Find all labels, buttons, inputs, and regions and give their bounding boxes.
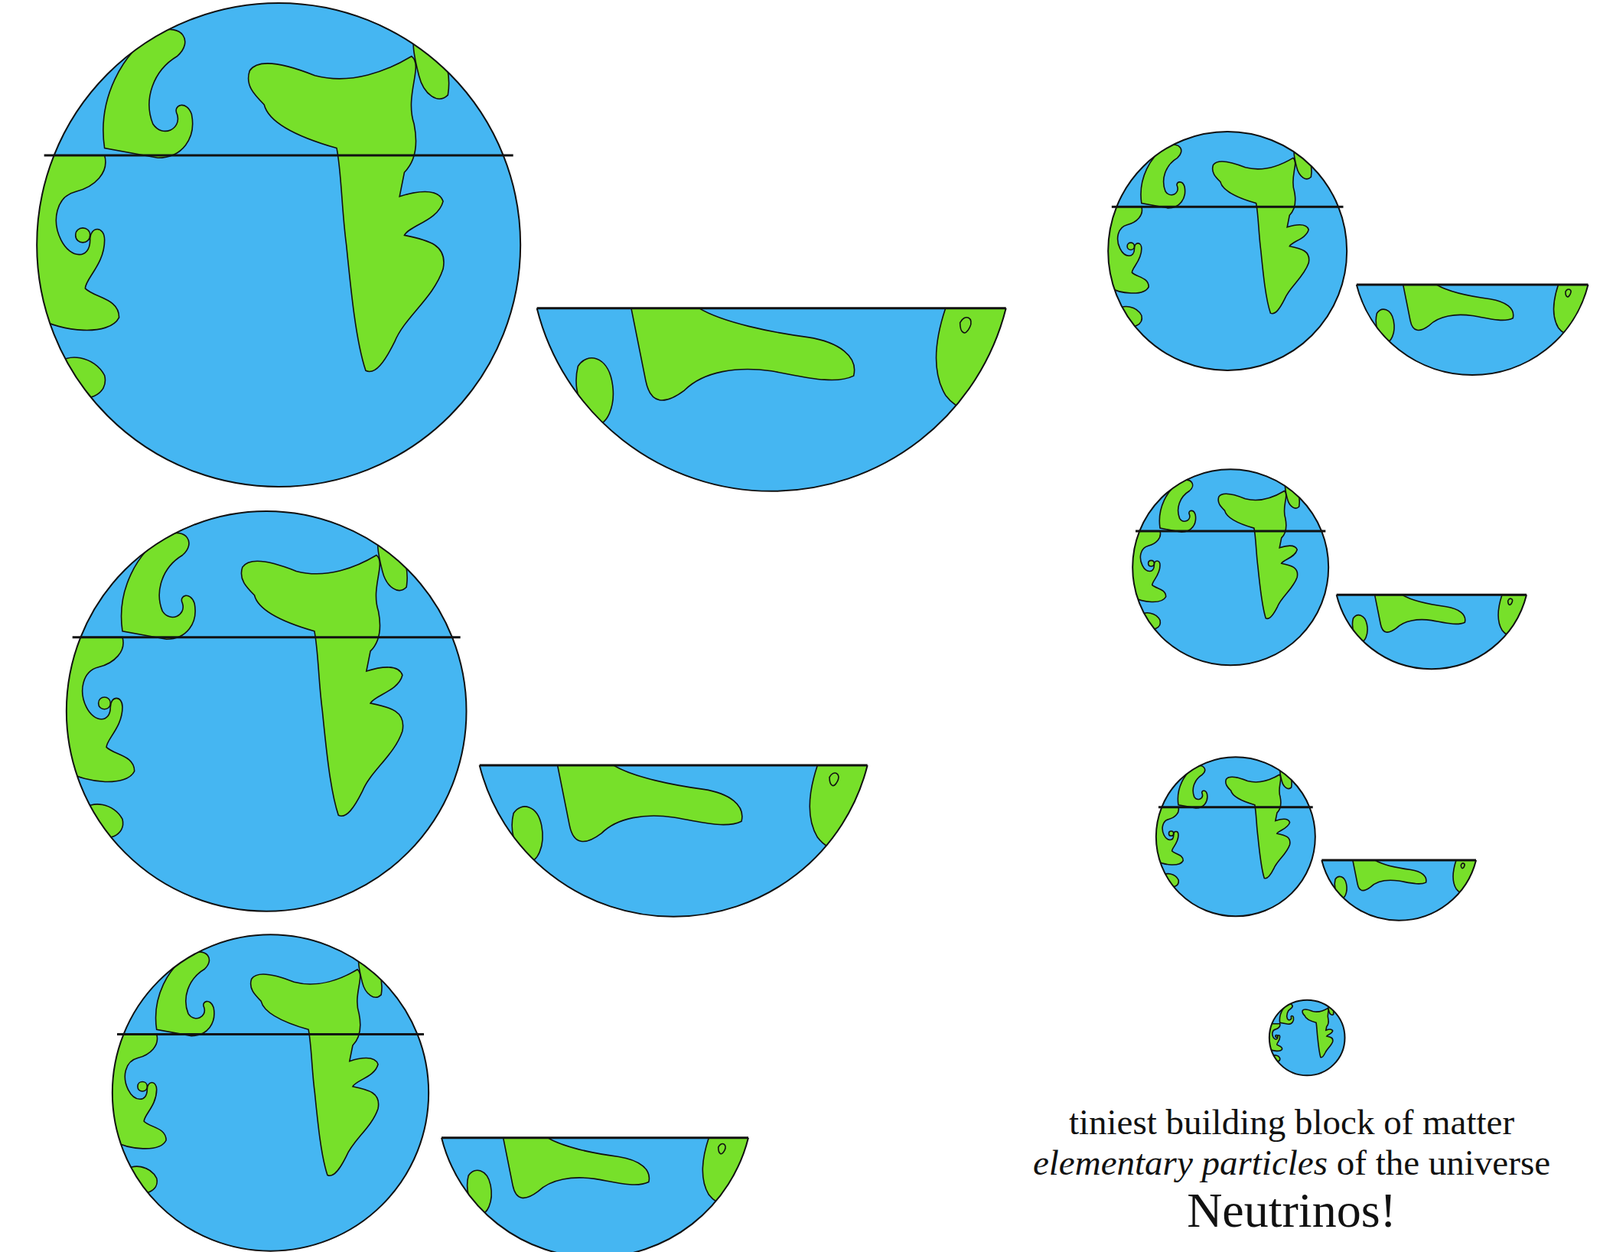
cut-line (1111, 205, 1344, 208)
globe (1265, 1000, 1346, 1076)
cut-line (117, 1032, 424, 1035)
cut-line (1135, 530, 1326, 532)
caption-block: tiniest building block of matterelementa… (987, 1101, 1597, 1239)
globe (13, 3, 522, 487)
globe-cap (1356, 284, 1592, 375)
cut-line (1158, 806, 1314, 808)
globe-cap (441, 1137, 753, 1252)
globe-cap (479, 765, 874, 917)
globe-cap (537, 308, 1014, 492)
cut-line (72, 635, 461, 639)
globe (96, 934, 429, 1251)
globe-cap (1336, 594, 1530, 669)
caption-title: Neutrinos! (987, 1182, 1597, 1239)
globe (1147, 756, 1315, 916)
caption-line: tiniest building block of matter (987, 1101, 1597, 1143)
globe (46, 511, 467, 912)
caption-italic: elementary particles (1032, 1142, 1328, 1183)
globe-cap (1321, 860, 1479, 921)
globe (1096, 131, 1348, 371)
cut-line (44, 154, 514, 157)
caption-line: elementary particles of the universe (987, 1142, 1597, 1183)
globe (1122, 469, 1329, 665)
caption-text: of the universe (1336, 1142, 1551, 1183)
